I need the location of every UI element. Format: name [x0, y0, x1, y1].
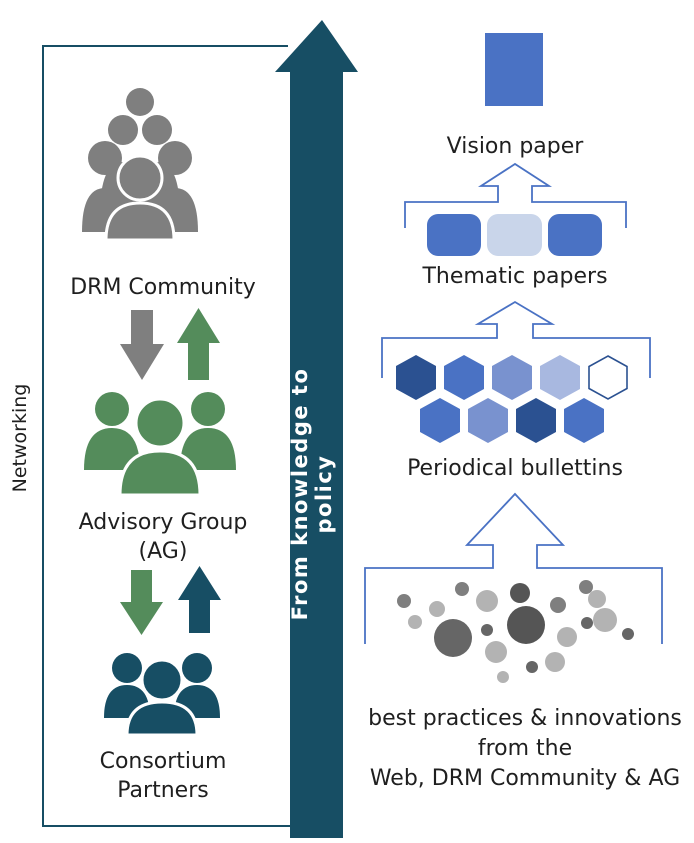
networking-bracket [42, 45, 290, 827]
advisory-group-label: Advisory Group [78, 510, 248, 535]
best-practices-dots [397, 580, 634, 683]
drm-community-icon [82, 88, 198, 242]
up-arrow-teal [178, 566, 221, 633]
knowledge-to-policy-arrow [275, 20, 358, 838]
thematic-paper-3 [548, 214, 602, 256]
bulletins-label: Periodical bullettins [407, 456, 623, 481]
thematic-paper-1 [427, 214, 481, 256]
main-arrow-label: From knowledge to policy [288, 367, 336, 621]
sources-label-line1: best practices & innovations [368, 706, 682, 731]
down-arrow-green [120, 570, 163, 635]
bulletins-bracket [381, 300, 651, 378]
vision-paper-shape [485, 33, 543, 106]
sources-label-line2: from the [477, 736, 573, 761]
sources-label-line3: Web, DRM Community & AG [369, 766, 681, 791]
drm-community-label: DRM Community [70, 275, 256, 300]
advisory-group-icon [84, 392, 236, 497]
thematic-bracket [404, 162, 627, 228]
advisory-group-abbr: (AG) [138, 539, 188, 564]
consortium-label-line2: Partners [117, 778, 209, 803]
down-arrow-grey [120, 310, 164, 380]
thematic-paper-2 [487, 214, 542, 256]
bulletins-hexagons [396, 355, 628, 443]
networking-label: Networking [9, 383, 31, 493]
thematic-papers-label: Thematic papers [422, 264, 608, 289]
consortium-partners-icon [104, 653, 220, 737]
up-arrow-green [177, 308, 220, 380]
consortium-label-line1: Consortium [99, 749, 227, 774]
vision-paper-label: Vision paper [446, 134, 584, 159]
sources-bracket [364, 492, 663, 644]
